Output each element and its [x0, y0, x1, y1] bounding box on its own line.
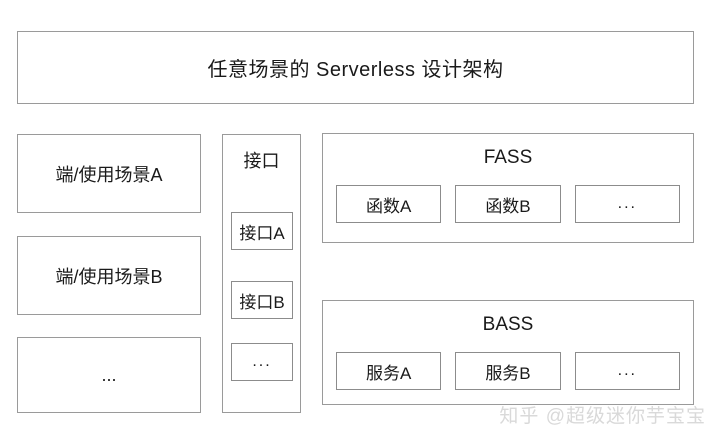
- service-box-b: 服务B: [455, 352, 561, 390]
- service-label-more: ...: [617, 362, 637, 379]
- function-label-more: ...: [617, 195, 637, 212]
- interface-column-title: 接口: [243, 151, 280, 171]
- function-box-a: 函数A: [336, 185, 442, 223]
- group-bass: BASS 服务A 服务B ...: [322, 300, 694, 405]
- scenario-label-b: 端/使用场景B: [55, 266, 163, 287]
- scenario-box-more: ...: [17, 337, 201, 413]
- scenario-box-a: 端/使用场景A: [17, 134, 201, 213]
- scenario-box-b: 端/使用场景B: [17, 236, 201, 315]
- service-box-a: 服务A: [336, 352, 442, 390]
- service-label-b: 服务B: [485, 363, 531, 383]
- watermark-text: 知乎 @超级迷你芋宝宝: [499, 406, 706, 427]
- function-label-a: 函数A: [365, 196, 412, 216]
- interface-item-b: 接口B: [231, 281, 293, 319]
- interface-item-a: 接口A: [231, 212, 293, 250]
- interface-label-more: ...: [252, 353, 272, 370]
- group-bass-items: 服务A 服务B ...: [336, 352, 680, 390]
- interface-column: 接口 接口A 接口B ...: [222, 134, 301, 413]
- diagram-title-box: 任意场景的 Serverless 设计架构: [17, 31, 694, 104]
- service-label-a: 服务A: [365, 363, 412, 383]
- interface-item-more: ...: [231, 343, 293, 381]
- group-fass: FASS 函数A 函数B ...: [322, 133, 694, 243]
- group-fass-items: 函数A 函数B ...: [336, 185, 680, 223]
- interface-label-a: 接口A: [239, 223, 285, 243]
- diagram-title-text: 任意场景的 Serverless 设计架构: [207, 59, 504, 81]
- scenario-label-more: ...: [101, 364, 117, 385]
- group-bass-title: BASS: [482, 314, 534, 335]
- function-label-b: 函数B: [485, 196, 531, 216]
- scenario-label-a: 端/使用场景A: [55, 164, 163, 185]
- interface-label-b: 接口B: [239, 292, 285, 312]
- function-box-b: 函数B: [455, 185, 561, 223]
- service-box-more: ...: [574, 352, 680, 390]
- function-box-more: ...: [574, 185, 680, 223]
- group-fass-title: FASS: [483, 147, 533, 168]
